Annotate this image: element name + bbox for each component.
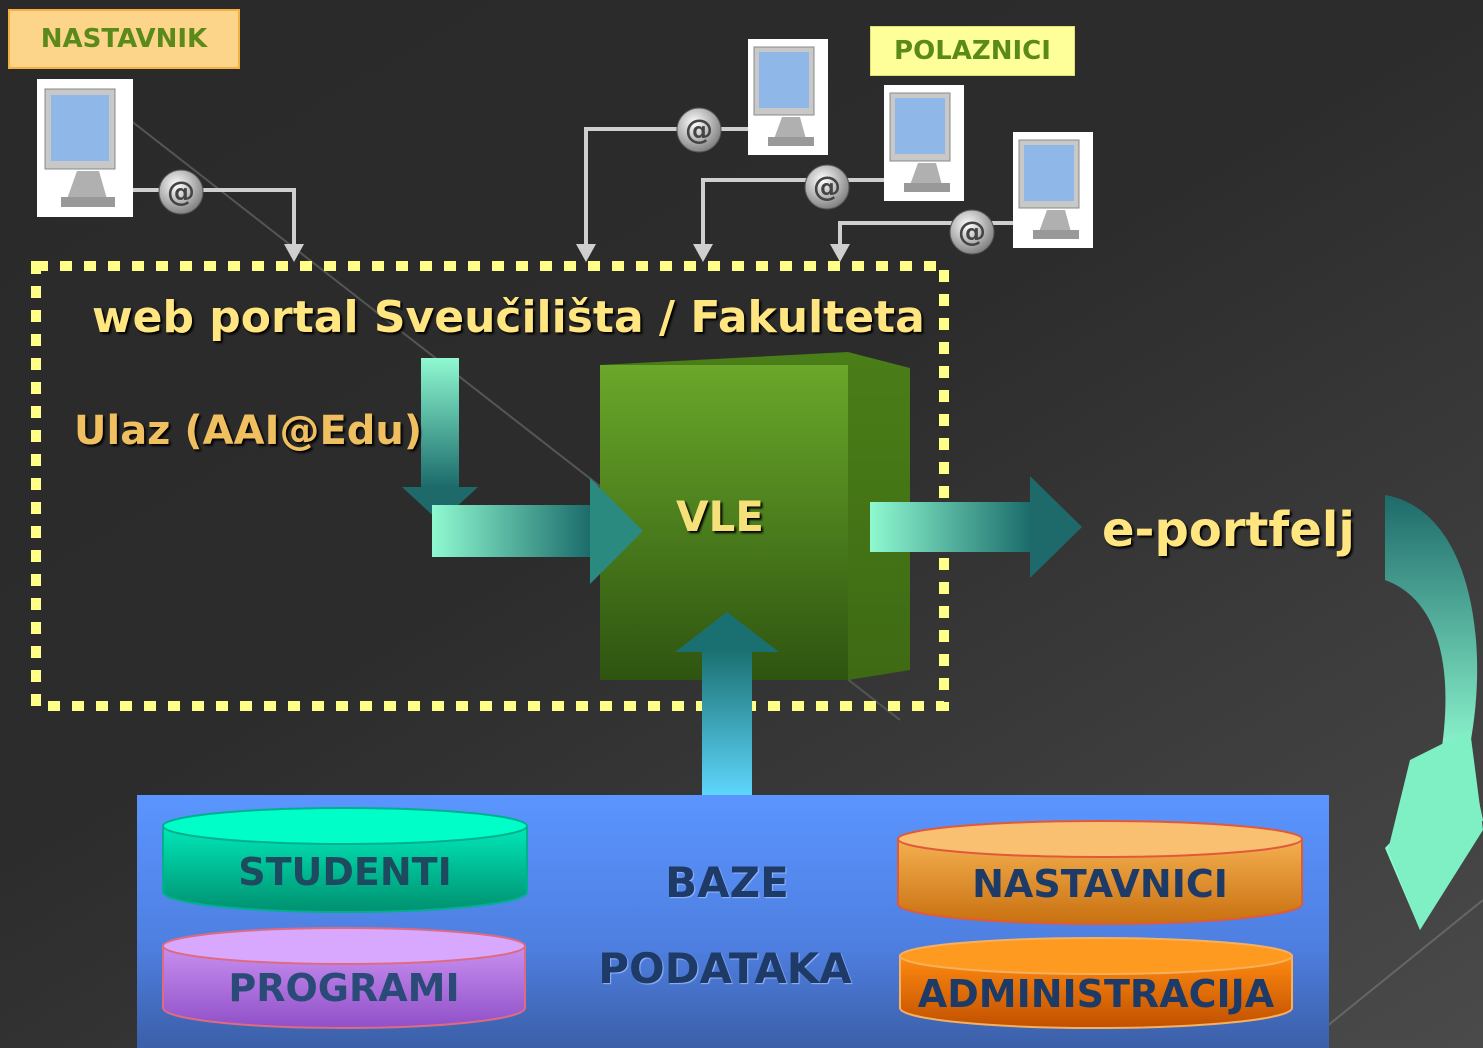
at-icon: @ xyxy=(158,169,204,215)
student-computer-icon-2 xyxy=(884,85,964,201)
at-icon: @ xyxy=(949,209,995,255)
network-lines xyxy=(130,127,1015,248)
portal-border xyxy=(31,261,949,711)
into-vle-arrowhead xyxy=(590,478,643,584)
portal-down-arrow xyxy=(421,358,459,488)
bg-diagonal-line-2 xyxy=(1299,899,1483,1048)
into-vle-arrow xyxy=(432,505,592,557)
portal-title: web portal Sveučilišta / Fakulteta xyxy=(92,292,925,343)
svg-text:@: @ xyxy=(958,215,986,248)
portal-down-arrowhead xyxy=(402,487,478,522)
teacher-label: NASTAVNIK xyxy=(8,9,240,69)
network-arrowheads xyxy=(284,244,850,262)
svg-text:@: @ xyxy=(685,113,713,146)
databases-title-line2: PODATAKA xyxy=(598,944,852,993)
teacher-computer-icon xyxy=(37,79,133,217)
students-label: POLAZNICI xyxy=(870,26,1075,76)
eportfolio-label: e-portfelj xyxy=(1102,502,1355,558)
db-label-administracija: ADMINISTRACIJA xyxy=(917,972,1275,1016)
svg-text:@: @ xyxy=(813,170,841,203)
login-label: Ulaz (AAI@Edu) xyxy=(74,408,423,454)
vle-label: VLE xyxy=(676,492,764,541)
at-icon: @ xyxy=(676,107,722,153)
curved-arrow-body xyxy=(1385,495,1478,760)
student-computer-icon-1 xyxy=(748,39,828,155)
db-up-arrow xyxy=(702,650,752,798)
db-label-nastavnici: NASTAVNICI xyxy=(972,862,1228,906)
at-icon: @ xyxy=(804,164,850,210)
curved-arrow-head-2 xyxy=(1388,730,1483,930)
databases-title-line1: BAZE xyxy=(665,858,789,907)
student-computer-icon-3 xyxy=(1013,132,1093,248)
to-eportfolio-arrow xyxy=(870,502,1032,552)
db-label-studenti: STUDENTI xyxy=(238,850,452,894)
to-eportfolio-arrowhead xyxy=(1030,476,1082,578)
db-label-programi: PROGRAMI xyxy=(228,966,460,1010)
svg-text:@: @ xyxy=(167,175,195,208)
db-up-arrowhead xyxy=(675,612,779,652)
